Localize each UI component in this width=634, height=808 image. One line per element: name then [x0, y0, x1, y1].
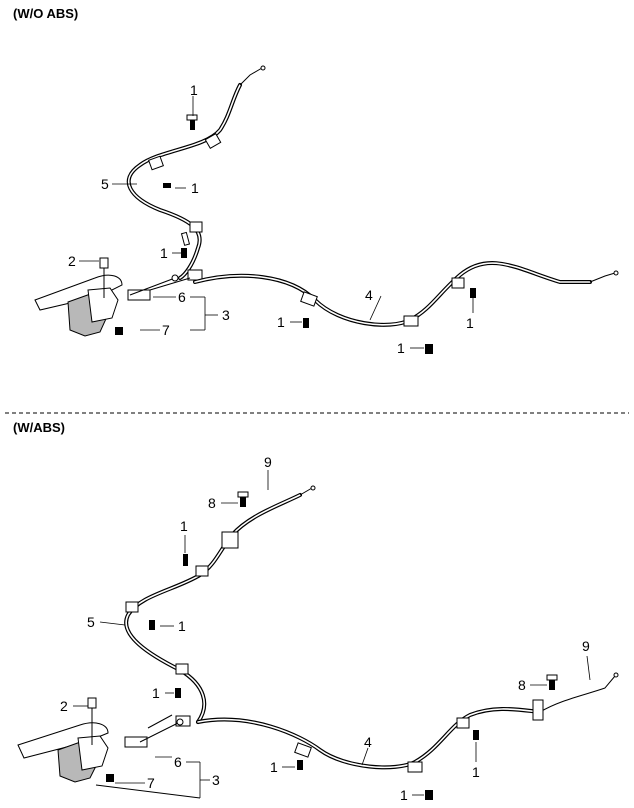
bolt-1c-icon: [180, 231, 191, 258]
label-equalizer-6: 6: [178, 289, 186, 305]
label-bolt-8b: 8: [518, 677, 526, 693]
right-rear-cable: [193, 261, 619, 327]
label-lever-2: 2: [68, 253, 76, 269]
label-bolt-1f: 1: [400, 787, 408, 803]
bolt-1a-icon: [183, 554, 188, 566]
label-bolt-8a: 8: [208, 495, 216, 511]
label-hose-9b: 9: [582, 638, 590, 654]
section-title: (W/O ABS): [13, 6, 78, 21]
bolt-1b-icon: [163, 183, 171, 188]
leader-lines: [73, 470, 591, 798]
label-hose-9a: 9: [264, 454, 272, 470]
bolt-8a-icon: [237, 491, 249, 507]
label-cable-5: 5: [87, 614, 95, 630]
label-bolt-1a: 1: [190, 82, 198, 98]
left-rear-cable: [126, 65, 266, 281]
label-cable-4: 4: [365, 287, 373, 303]
parking-brake-lever: [34, 257, 191, 337]
bolt-1d-icon: [297, 760, 303, 770]
section-title: (W/ABS): [13, 420, 65, 435]
bolt-1f-icon: [425, 344, 433, 354]
label-bolt-1d: 1: [270, 759, 278, 775]
label-assembly-3: 3: [212, 772, 220, 788]
bolt-1c-icon: [175, 688, 181, 698]
left-rear-cable: [124, 485, 316, 727]
bolt-1e-icon: [473, 730, 479, 740]
label-clip-7: 7: [147, 775, 155, 791]
bolt-1e-icon: [470, 288, 476, 298]
label-bolt-1e: 1: [466, 315, 474, 331]
leader-lines: [79, 96, 474, 349]
label-bolt-1a: 1: [180, 518, 188, 534]
bolt-8b-icon: [546, 674, 558, 690]
section-without-abs: (W/O ABS): [13, 6, 619, 356]
label-bolt-1c: 1: [152, 685, 160, 701]
bolt-1f-icon: [425, 790, 433, 800]
label-bolt-1b: 1: [191, 180, 199, 196]
label-bolt-1e: 1: [472, 764, 480, 780]
label-lever-2: 2: [60, 698, 68, 714]
bolt-1a-icon: [186, 114, 198, 130]
label-assembly-3: 3: [222, 307, 230, 323]
parking-brake-lever: [17, 697, 201, 799]
label-cable-5: 5: [101, 176, 109, 192]
label-bolt-1b: 1: [178, 618, 186, 634]
label-bolt-1f: 1: [397, 340, 405, 356]
right-rear-cable: [196, 672, 619, 773]
label-equalizer-6: 6: [174, 754, 182, 770]
section-with-abs: (W/ABS): [13, 420, 619, 803]
label-bolt-1d: 1: [277, 314, 285, 330]
label-clip-7: 7: [162, 322, 170, 338]
label-bolt-1c: 1: [160, 245, 168, 261]
bolt-1d-icon: [303, 318, 309, 328]
label-cable-4: 4: [364, 734, 372, 750]
bolt-1b-icon: [149, 620, 155, 630]
